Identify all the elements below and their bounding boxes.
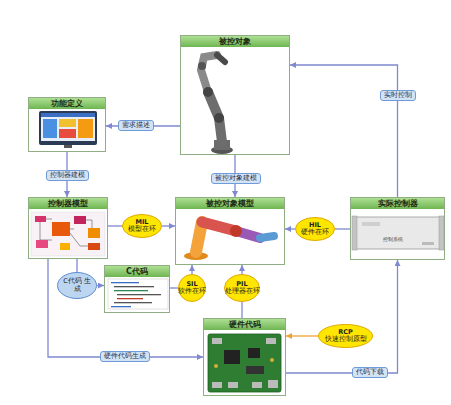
process-box: 功能定义	[28, 97, 106, 152]
connector	[97, 285, 104, 286]
box-title: 被控对象模型	[206, 199, 254, 208]
connector	[241, 265, 242, 274]
connector	[286, 335, 318, 336]
process-box: 被控对象	[180, 35, 290, 155]
connector	[66, 152, 67, 197]
loop-abbrev: RCP	[338, 329, 353, 337]
ellipse-shape	[225, 275, 260, 302]
process-box: C代码	[104, 265, 170, 313]
circuit-board	[208, 334, 281, 392]
connector	[191, 265, 192, 274]
process-box: 控制器模型	[28, 197, 108, 259]
process-box: 被控对象模型	[175, 197, 285, 265]
box-header: 实际控制器	[351, 198, 444, 209]
edge-label: 被控对象建模	[211, 173, 261, 184]
ellipse-text: HIL硬件在环	[295, 217, 335, 241]
monitor-illustration	[39, 111, 97, 148]
edge-label: 代码下载	[352, 367, 388, 378]
robot-arm	[198, 55, 233, 154]
controller-device	[352, 216, 444, 250]
box-title: 控制器模型	[48, 199, 88, 208]
process-box: 实际控制器	[350, 197, 445, 260]
connector	[290, 65, 398, 197]
box-header: 功能定义	[29, 98, 105, 109]
ellipse-node: RCP快速控制原型	[318, 324, 373, 348]
ellipse-shape	[296, 218, 335, 241]
connector	[76, 259, 77, 272]
box-header: 被控对象	[181, 36, 289, 47]
connector	[286, 260, 398, 373]
connector	[106, 125, 180, 126]
box-title: 硬件代码	[229, 320, 261, 329]
ellipse-label: 硬件在环	[301, 229, 329, 237]
ellipse-text: C代码 生成	[57, 272, 97, 299]
ellipse-node: PIL处理器在环	[224, 274, 260, 302]
ellipse-shape	[179, 275, 206, 302]
ellipse-text: RCP快速控制原型	[318, 324, 373, 348]
ellipse-shape	[319, 325, 373, 348]
connector	[170, 287, 178, 288]
plant-model-illustration	[184, 222, 274, 260]
edge-label: 需求描述	[118, 120, 154, 131]
ellipse-label: 模型在环	[128, 226, 156, 234]
connector	[241, 302, 242, 318]
box-title: 实际控制器	[378, 199, 418, 208]
ellipse-shape	[58, 273, 97, 299]
ellipse-text: SIL软件在环	[178, 274, 206, 302]
code-screenshot	[108, 279, 168, 309]
process-box: 硬件代码	[203, 318, 286, 396]
ellipse-text: MIL模型在环	[122, 214, 162, 238]
connector	[285, 228, 295, 229]
ellipse-label: C代码 生成	[63, 278, 91, 293]
ellipse-node: MIL模型在环	[122, 214, 162, 238]
edge-label: 硬件代码生成	[100, 351, 150, 362]
box-title: 功能定义	[51, 99, 83, 108]
box-header: 硬件代码	[204, 319, 285, 330]
loop-abbrev: SIL	[186, 281, 197, 289]
connector	[335, 228, 350, 229]
connector	[48, 259, 203, 357]
ellipse-node: SIL软件在环	[178, 274, 206, 302]
loop-abbrev: MIL	[135, 219, 148, 227]
ellipse-node: HIL硬件在环	[295, 217, 335, 241]
ellipse-label: 软件在环	[178, 288, 206, 296]
box-header: C代码	[105, 266, 169, 277]
block-diagram-illustration	[31, 212, 105, 256]
box-header: 被控对象模型	[176, 198, 284, 209]
ellipse-node: C代码 生成	[57, 272, 97, 299]
ellipse-text: PIL处理器在环	[224, 274, 260, 302]
box-title: 被控对象	[219, 37, 251, 46]
ellipse-label: 处理器在环	[225, 288, 260, 296]
box-title: C代码	[126, 267, 148, 276]
loop-abbrev: PIL	[236, 281, 247, 289]
connector	[108, 225, 122, 226]
box-header: 控制器模型	[29, 198, 107, 209]
edge-label: 实时控制	[380, 90, 416, 101]
ellipse-shape	[123, 215, 162, 238]
connector	[234, 155, 235, 197]
ellipse-label: 快速控制原型	[325, 336, 367, 344]
edge-label: 控制器建模	[46, 170, 89, 181]
loop-abbrev: HIL	[309, 222, 321, 230]
connector	[162, 225, 175, 226]
